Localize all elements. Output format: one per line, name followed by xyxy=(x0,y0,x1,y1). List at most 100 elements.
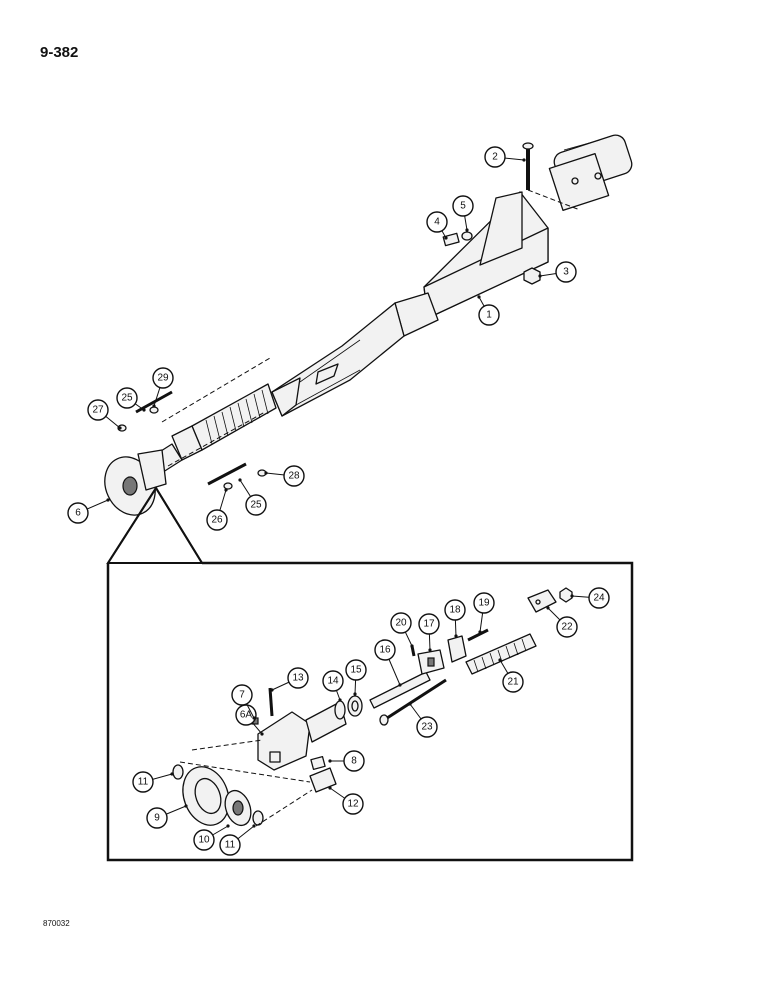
callout-label: 5 xyxy=(460,201,466,212)
callout-3: 3 xyxy=(538,261,577,283)
washers-14-15 xyxy=(334,695,363,720)
callout-balloon xyxy=(502,671,524,693)
pin-19 xyxy=(467,628,489,642)
callout-pointer xyxy=(353,692,357,696)
rod-23 xyxy=(379,678,447,726)
callout-pointer xyxy=(398,683,402,687)
callout-24: 24 xyxy=(570,587,610,609)
callout-balloon xyxy=(132,771,154,793)
callout-label: 22 xyxy=(561,622,573,633)
callout-28: 28 xyxy=(264,465,305,487)
callout-balloon xyxy=(287,667,309,689)
hardware xyxy=(117,142,541,490)
callout-label: 24 xyxy=(593,593,605,604)
upper-link-assembly xyxy=(104,134,633,516)
callout-label: 18 xyxy=(449,605,461,616)
callout-label: 25 xyxy=(250,500,262,511)
end-clevis xyxy=(104,443,183,516)
callout-23: 23 xyxy=(408,702,438,738)
callout-6a: 6A xyxy=(235,704,264,736)
callout-9: 9 xyxy=(146,804,188,829)
callout-pointer xyxy=(106,498,110,502)
callout-balloon xyxy=(418,613,440,635)
nut-24 xyxy=(559,587,573,603)
callout-pointer xyxy=(538,274,542,278)
adjuster-spring xyxy=(171,383,277,461)
callout-pointer xyxy=(118,426,122,430)
bracket-22 xyxy=(527,589,557,613)
callout-pointer xyxy=(478,630,482,634)
callout-pointer xyxy=(498,658,502,662)
callout-label: 16 xyxy=(379,645,391,656)
callout-label: 26 xyxy=(211,515,223,526)
callout-label: 23 xyxy=(421,722,433,733)
callout-21: 21 xyxy=(498,658,524,693)
callout-pointer xyxy=(408,702,412,706)
callout-13: 13 xyxy=(270,667,309,692)
callout-balloon xyxy=(235,704,257,726)
plate-18 xyxy=(447,635,467,663)
callout-balloon xyxy=(116,387,138,409)
callout-5: 5 xyxy=(452,195,474,232)
callout-label: 27 xyxy=(92,405,104,416)
callout-pointer xyxy=(454,634,458,638)
callout-label: 6 xyxy=(75,508,81,519)
callout-pointer xyxy=(465,228,469,232)
block-17 xyxy=(417,649,445,675)
callout-pointer xyxy=(522,158,526,162)
callout-balloon xyxy=(556,616,578,638)
callout-balloon xyxy=(231,684,253,706)
callout-pointer xyxy=(264,471,268,475)
callout-balloon xyxy=(67,502,89,524)
callout-17: 17 xyxy=(418,613,440,652)
block-12 xyxy=(309,767,337,793)
callout-8: 8 xyxy=(328,750,365,772)
callout-pointer xyxy=(226,824,230,828)
callout-14: 14 xyxy=(322,670,344,702)
callout-pointer xyxy=(142,408,146,412)
callout-label: 3 xyxy=(563,267,569,278)
callout-19: 19 xyxy=(473,592,495,634)
callout-12: 12 xyxy=(328,786,364,815)
pin-13 xyxy=(268,687,274,717)
callout-pointer xyxy=(428,648,432,652)
callout-16: 16 xyxy=(374,639,402,687)
spacer-8 xyxy=(310,755,326,771)
callout-25: 25 xyxy=(116,387,146,412)
callout-label: 2 xyxy=(492,152,498,163)
callout-balloon xyxy=(444,599,466,621)
callout-balloon xyxy=(390,612,412,634)
callout-label: 7 xyxy=(239,690,245,701)
callout-balloon xyxy=(87,399,109,421)
washers-11 xyxy=(172,764,264,826)
callout-4: 4 xyxy=(426,211,448,240)
callout-11: 11 xyxy=(132,771,174,793)
callout-balloon xyxy=(206,509,228,531)
callout-label: 1 xyxy=(486,310,492,321)
callout-label: 12 xyxy=(347,799,359,810)
pin-20 xyxy=(410,645,416,657)
detail-box xyxy=(106,486,634,862)
callout-pointer xyxy=(338,698,342,702)
callout-1: 1 xyxy=(477,295,500,326)
callout-balloon xyxy=(342,793,364,815)
callout-pointer xyxy=(270,688,274,692)
callout-15: 15 xyxy=(345,659,367,696)
callout-label: 20 xyxy=(395,618,407,629)
drawing-code: 870032 xyxy=(43,919,70,928)
callout-label: 6A xyxy=(240,710,253,721)
callout-pointer xyxy=(170,772,174,776)
callout-balloon xyxy=(555,261,577,283)
callout-pointer xyxy=(252,824,256,828)
callout-balloon xyxy=(478,304,500,326)
callout-20: 20 xyxy=(390,612,414,648)
callout-pointer xyxy=(252,716,256,720)
callout-18: 18 xyxy=(444,599,466,638)
callout-balloon xyxy=(426,211,448,233)
channel-section xyxy=(271,302,405,417)
callout-balloon xyxy=(416,716,438,738)
callout-balloon xyxy=(283,465,305,487)
callout-29: 29 xyxy=(152,367,174,408)
